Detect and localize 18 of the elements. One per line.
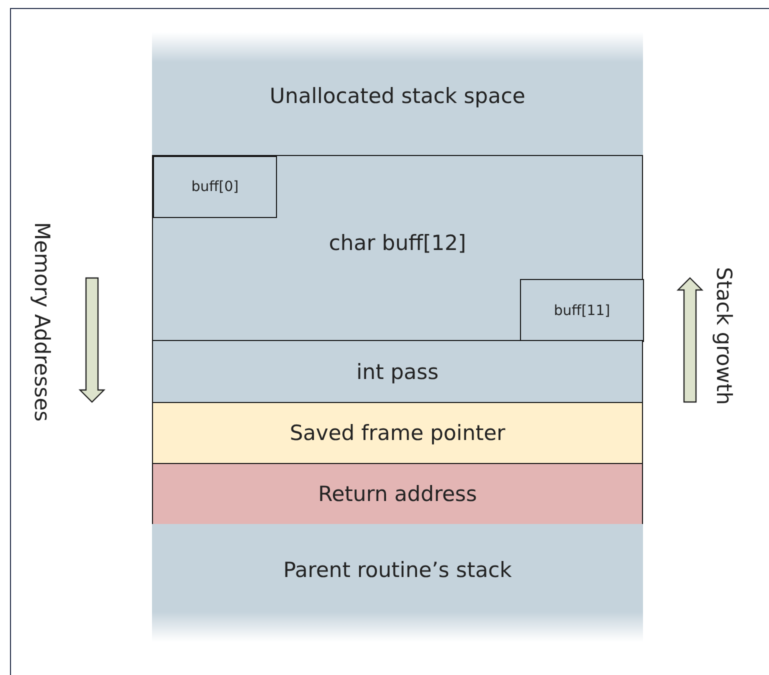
stack-frame-slot [152,463,643,525]
array-element-cell [520,279,644,342]
slot-label: buff[0] [191,179,239,195]
slot-label: int pass [356,360,439,384]
array-element-cell [153,156,277,218]
slot-label: buff[11] [554,302,610,318]
axis-label: Stack growth [712,267,736,405]
slot-label: char buff[12] [328,231,466,255]
slot-label: Parent routine’s stack [283,558,512,582]
stack-frame-slot [152,340,643,403]
stack-frame-slot [152,155,643,341]
slot-label: Return address [318,482,477,506]
slot-label: Unallocated stack space [270,84,526,108]
stack-region [152,524,643,642]
stack-region [152,32,643,155]
axis-label: Memory Addresses [30,222,54,422]
slot-label: Saved frame pointer [290,421,506,445]
stack-frame-slot [152,402,643,464]
